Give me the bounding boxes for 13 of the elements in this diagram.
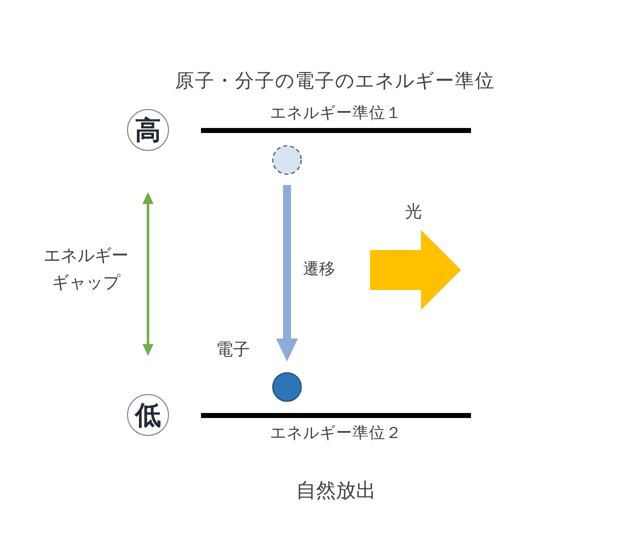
level-badge: 高 (127, 109, 169, 151)
diagram-title: 原子・分子の電子のエネルギー準位 (175, 70, 495, 94)
transition-arrow (276, 185, 298, 362)
level-label: エネルギー準位２ (270, 423, 402, 443)
edge-label: 遷移 (303, 259, 335, 279)
level-badge: 低 (127, 394, 169, 436)
dimension-label: エネルギーギャップ (42, 245, 130, 295)
excited-electron-icon (272, 145, 302, 175)
level-label: エネルギー準位１ (270, 103, 402, 123)
electron-label: 電子 (216, 340, 250, 362)
electron-icon (272, 372, 302, 402)
arrow-label: 光 (405, 202, 422, 224)
diagram-caption: 自然放出 (296, 478, 376, 503)
